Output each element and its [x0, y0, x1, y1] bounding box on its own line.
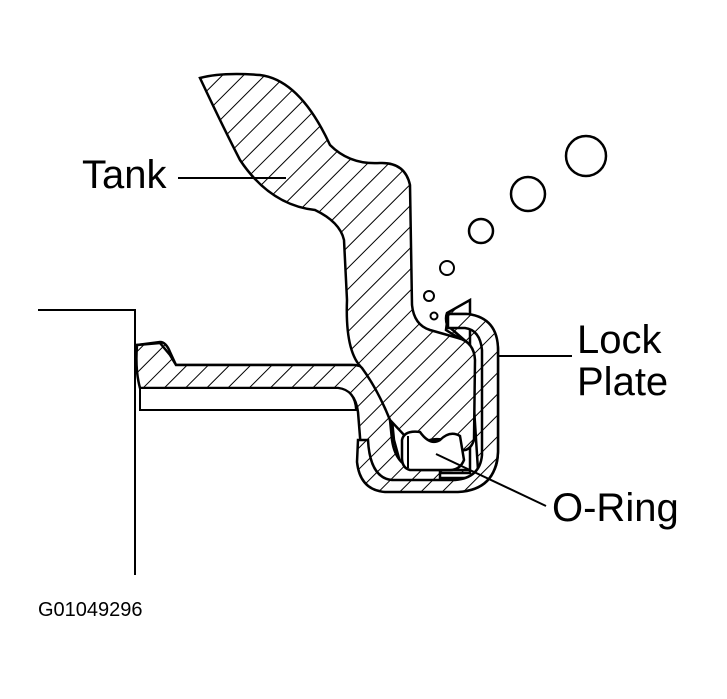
o-ring-label: O-Ring — [552, 486, 679, 530]
bubble-icon — [564, 134, 608, 178]
tank-label: Tank — [82, 153, 167, 197]
bubble-icon — [509, 175, 547, 213]
bubble-icon — [423, 290, 435, 302]
figure-id: G01049296 — [38, 599, 143, 621]
lock-plate — [355, 312, 500, 494]
core-outline — [38, 309, 136, 575]
core-plate-rail — [139, 387, 358, 411]
bubble-icon — [429, 311, 439, 321]
bubble-icon — [439, 260, 455, 276]
bubble-icon — [467, 217, 495, 245]
lock-plate-label-line2: Plate — [577, 360, 669, 404]
lock-plate-label-line1: Lock — [577, 318, 662, 362]
o-ring-leader-line — [435, 453, 547, 507]
